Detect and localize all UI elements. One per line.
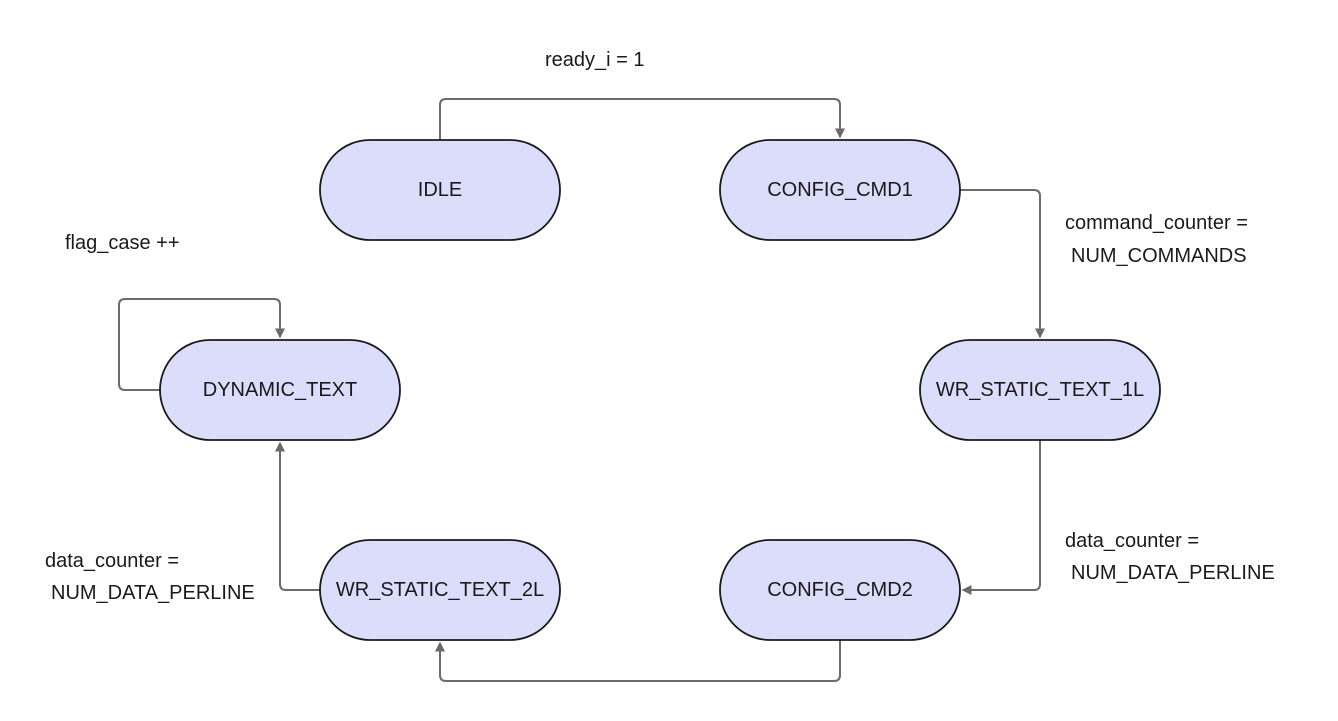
state-dynamic-text: DYNAMIC_TEXT	[159, 339, 401, 441]
state-config-cmd2-label: CONFIG_CMD2	[767, 579, 913, 601]
states-layer: IDLE CONFIG_CMD1 WR_STATIC_TEXT_1L CONFI…	[159, 139, 1161, 641]
label-flag-case: flag_case ++	[65, 232, 180, 254]
edge-config-cmd2-to-wr-static-text-2l	[435, 640, 841, 682]
state-wr-static-text-1l: WR_STATIC_TEXT_1L	[919, 339, 1161, 441]
label-data-counter-left-line2: NUM_DATA_PERLINE	[51, 582, 255, 604]
state-idle-shape	[319, 139, 561, 241]
label-data-counter-left-line1: data_counter =	[45, 550, 179, 572]
state-dynamic-text-label: DYNAMIC_TEXT	[203, 379, 357, 401]
state-config-cmd2: CONFIG_CMD2	[719, 539, 961, 641]
edges-layer	[118, 98, 1045, 682]
edge-wr-static-text-2l-to-dynamic-text	[275, 441, 320, 591]
edge-idle-to-config-cmd1	[439, 98, 845, 140]
state-dynamic-text-shape	[159, 339, 401, 441]
label-ready-i: ready_i = 1	[545, 49, 645, 71]
label-command-counter-line2: NUM_COMMANDS	[1071, 245, 1247, 267]
state-idle: IDLE	[319, 139, 561, 241]
state-wr-static-text-2l: WR_STATIC_TEXT_2L	[319, 539, 561, 641]
state-config-cmd1-shape	[719, 139, 961, 241]
state-wr-static-text-2l-label: WR_STATIC_TEXT_2L	[336, 579, 544, 601]
state-wr-static-text-1l-shape	[919, 339, 1161, 441]
state-idle-label: IDLE	[418, 179, 462, 201]
edge-config-cmd1-to-wr-static-text-1l	[960, 189, 1045, 339]
label-data-counter-right-line2: NUM_DATA_PERLINE	[1071, 562, 1275, 584]
state-config-cmd2-shape	[719, 539, 961, 641]
label-command-counter-line1: command_counter =	[1065, 212, 1248, 234]
state-config-cmd1-label: CONFIG_CMD1	[767, 179, 913, 201]
edge-wr-static-text-1l-to-config-cmd2	[961, 440, 1041, 595]
state-config-cmd1: CONFIG_CMD1	[719, 139, 961, 241]
state-wr-static-text-2l-shape	[319, 539, 561, 641]
state-wr-static-text-1l-label: WR_STATIC_TEXT_1L	[936, 379, 1144, 401]
edge-dynamic-text-self-loop	[118, 298, 285, 391]
label-data-counter-right-line1: data_counter =	[1065, 530, 1199, 552]
transition-labels-layer: ready_i = 1 command_counter = NUM_COMMAN…	[45, 49, 1275, 604]
